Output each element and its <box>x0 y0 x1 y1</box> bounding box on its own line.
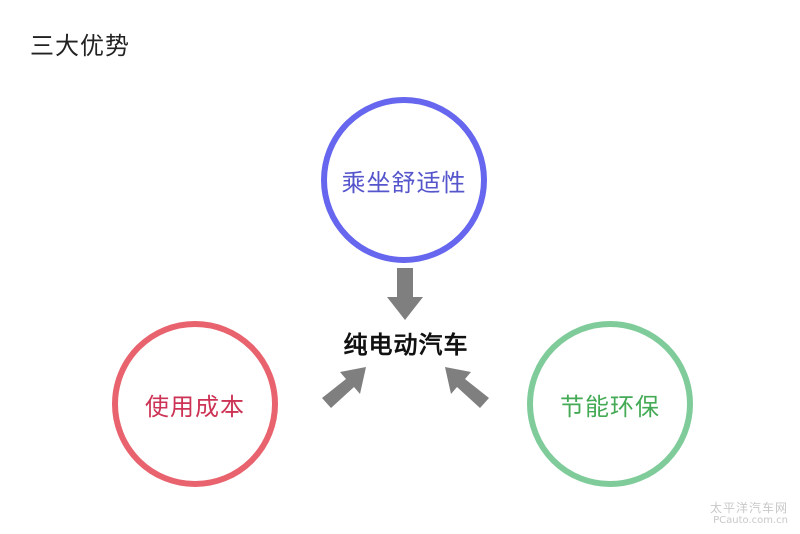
arrow-down-icon <box>387 268 423 320</box>
node-cost-label: 使用成本 <box>145 392 245 421</box>
watermark-cn: 太平洋汽车网 <box>709 500 788 515</box>
watermark: 太平洋汽车网 PCauto.com.cn <box>709 500 788 526</box>
node-cost: 使用成本 <box>112 321 278 487</box>
page-title: 三大优势 <box>30 32 130 60</box>
node-eco-label: 节能环保 <box>560 392 660 421</box>
node-comfort-label: 乘坐舒适性 <box>341 168 467 197</box>
arrow-up-right-icon <box>322 367 366 408</box>
center-label: 纯电动汽车 <box>343 331 469 359</box>
node-comfort: 乘坐舒适性 <box>321 97 487 263</box>
arrow-up-left-icon <box>445 367 489 408</box>
node-eco: 节能环保 <box>527 321 693 487</box>
watermark-en: PCauto.com.cn <box>713 515 788 526</box>
